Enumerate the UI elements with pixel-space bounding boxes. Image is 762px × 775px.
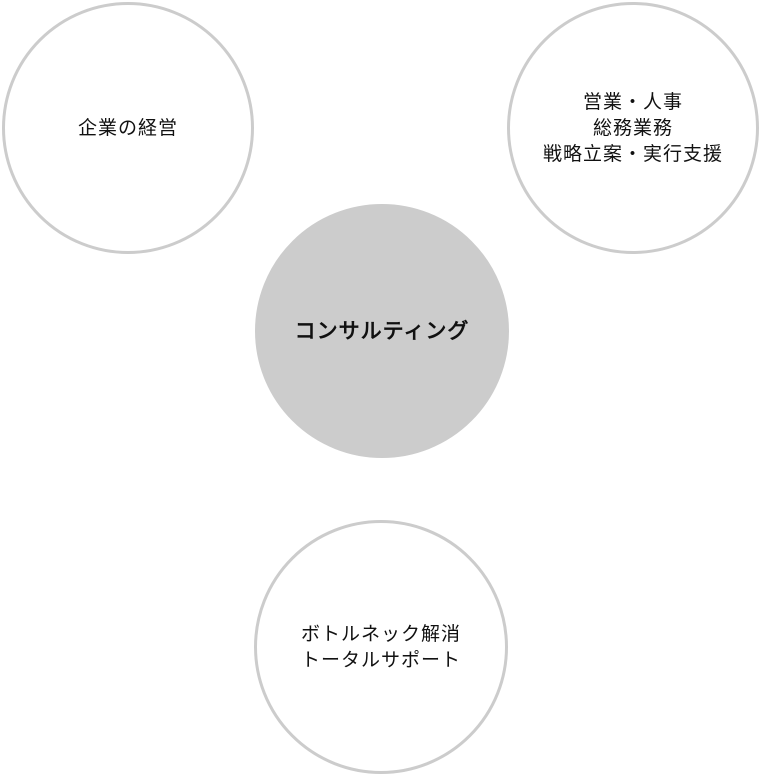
node-label: ボトルネック解消 トータルサポート — [301, 621, 461, 673]
node-label-line: 企業の経営 — [77, 117, 178, 139]
center-label-line: コンサルティング — [294, 319, 470, 343]
node-label-line: 総務業務 — [592, 117, 673, 139]
node-label-line: 戦略立案・実行支援 — [542, 143, 723, 165]
node-bottleneck-support: ボトルネック解消 トータルサポート — [254, 520, 508, 774]
center-label: コンサルティング — [295, 318, 470, 344]
node-label-line: トータルサポート — [300, 649, 461, 671]
center-node-consulting: コンサルティング — [255, 204, 509, 458]
node-label: 営業・人事 総務業務 戦略立案・実行支援 — [543, 89, 723, 167]
node-label-line: 営業・人事 — [582, 91, 683, 113]
node-label-line: ボトルネック解消 — [300, 623, 461, 645]
node-sales-hr-strategy: 営業・人事 総務業務 戦略立案・実行支援 — [507, 2, 759, 254]
node-label: 企業の経営 — [78, 115, 178, 141]
node-corporate-management: 企業の経営 — [2, 2, 254, 254]
